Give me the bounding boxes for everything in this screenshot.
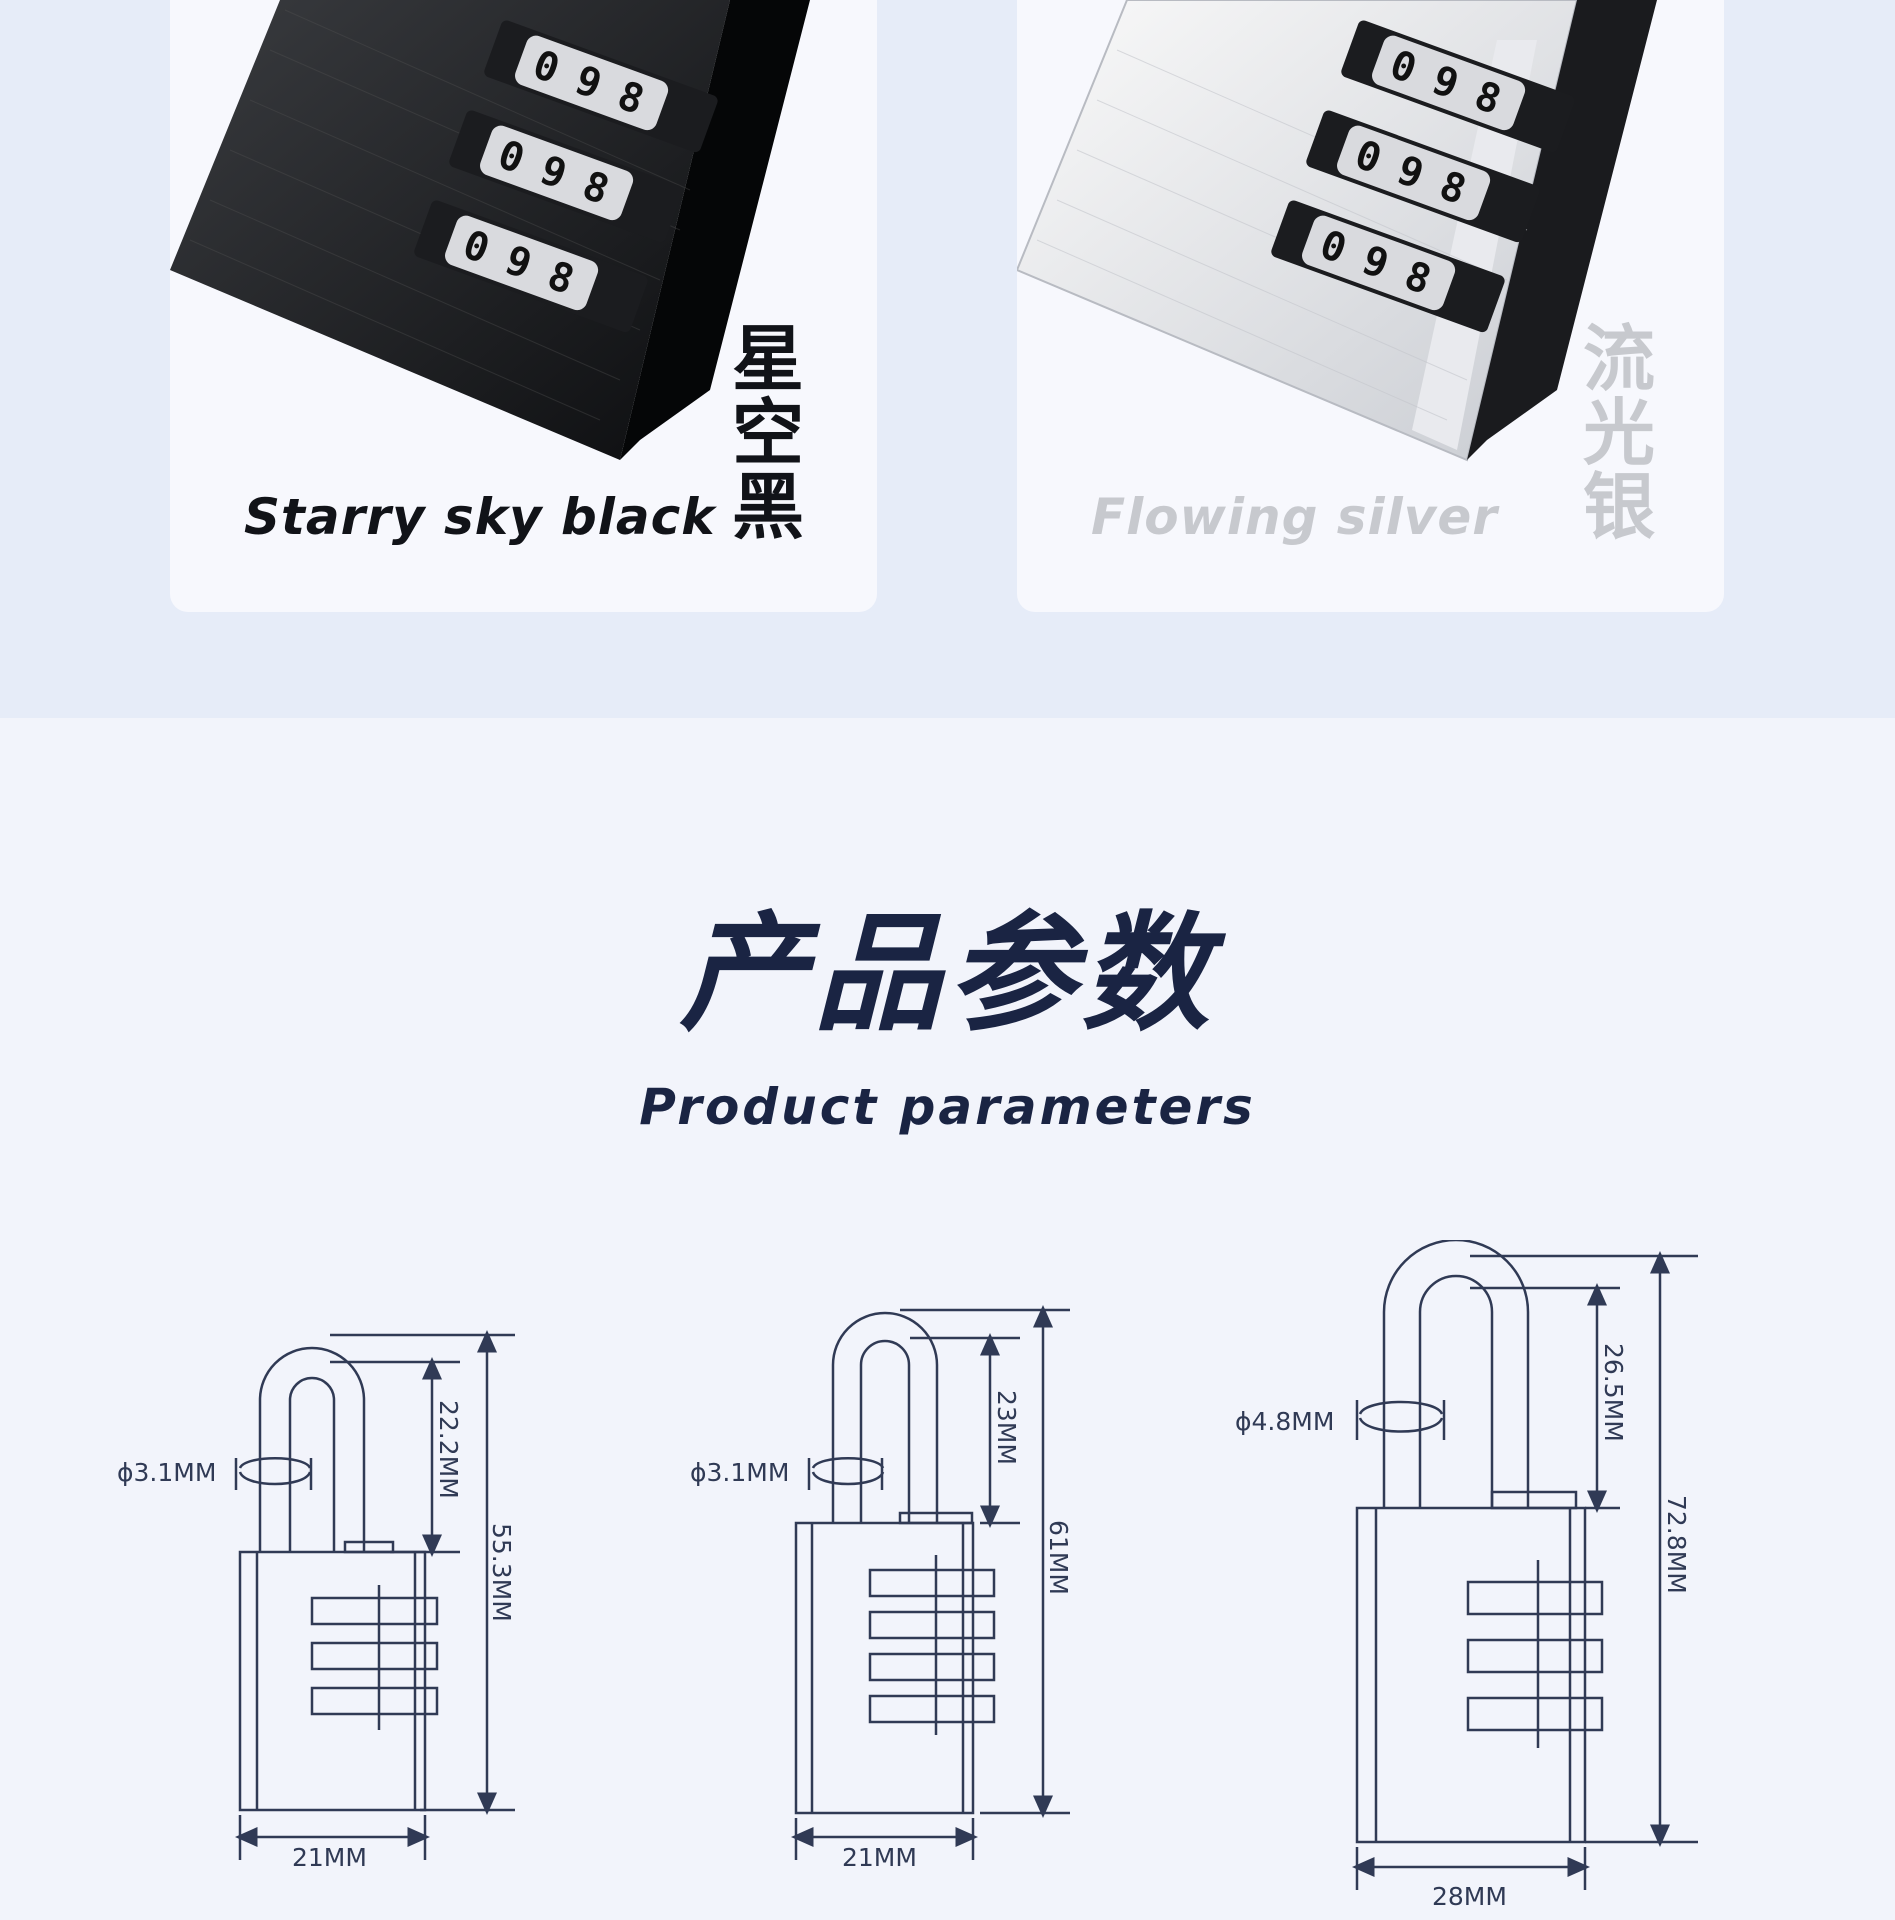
d1-total-height: 55.3MM (487, 1523, 516, 1622)
silver-dial-wheels: 0 9 8 0 9 8 0 9 8 (1271, 20, 1575, 333)
d2-diameter: ϕ3.1MM (690, 1458, 789, 1487)
color-card-silver: 0 9 8 0 9 8 0 9 8 流光银 Flowing silver (1017, 0, 1724, 612)
d1-diameter: ϕ3.1MM (117, 1458, 216, 1487)
lock-drawing-2 (791, 1305, 1070, 1860)
lock-drawing-3 (1352, 1240, 1698, 1890)
d3-shackle-height: 26.5MM (1599, 1343, 1628, 1442)
d1-shackle-height: 22.2MM (434, 1400, 463, 1499)
dimension-drawings: ϕ3.1MM 22.2MM 55.3MM 21MM ϕ3.1MM 23MM 61… (117, 1240, 1698, 1911)
d1-width: 21MM (292, 1843, 367, 1872)
d3-width: 28MM (1432, 1882, 1507, 1911)
color-name-en-silver: Flowing silver (1091, 488, 1498, 546)
d2-total-height: 61MM (1044, 1520, 1073, 1595)
color-name-zh-silver: 流光银 (1582, 317, 1655, 549)
d3-total-height: 72.8MM (1662, 1495, 1691, 1594)
lock-drawing-1 (234, 1330, 515, 1860)
d2-width: 21MM (842, 1843, 917, 1872)
section-title-en: Product parameters (639, 1078, 1256, 1136)
color-name-en-black: Starry sky black (244, 488, 716, 546)
color-name-zh-black: 星空黑 (731, 317, 804, 549)
black-lock-image: 0 9 8 0 9 8 0 9 8 (170, 0, 810, 460)
section-title-zh: 产品参数 (679, 900, 1216, 1049)
d3-diameter: ϕ4.8MM (1235, 1407, 1334, 1436)
silver-lock-image: 0 9 8 0 9 8 0 9 8 (1017, 0, 1657, 462)
color-card-black: 0 9 8 0 9 8 0 9 8 星空黑 Starry sky black (170, 0, 877, 612)
black-dial-wheels: 0 9 8 0 9 8 0 9 8 (414, 20, 718, 333)
d2-shackle-height: 23MM (992, 1390, 1021, 1465)
